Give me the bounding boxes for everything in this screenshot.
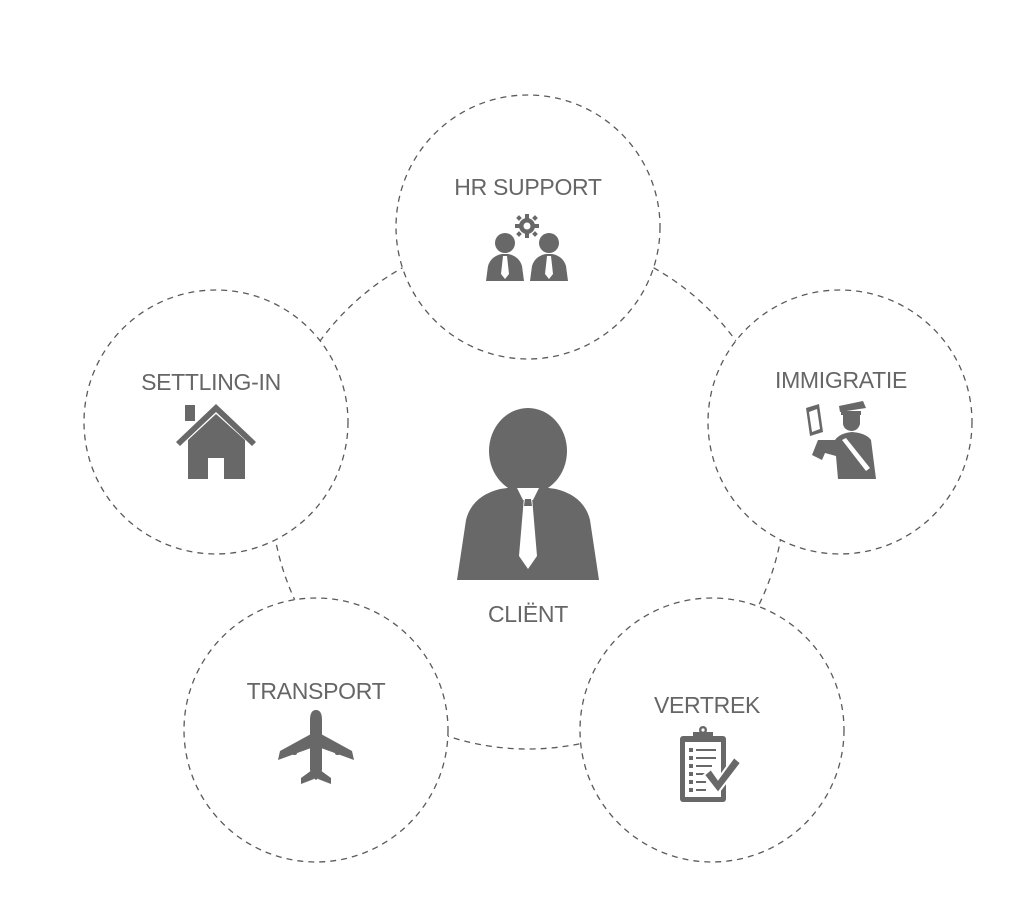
team-gear-icon — [486, 214, 568, 281]
house-door — [208, 458, 224, 479]
airplane-icon — [278, 710, 354, 784]
customs-officer-icon — [806, 401, 876, 479]
node-ring-immigratie[interactable] — [707, 289, 973, 555]
tie-knot-icon — [524, 499, 532, 506]
center-label: CLIËNT — [488, 601, 568, 627]
node-ring-transport[interactable] — [183, 597, 449, 863]
node-ring-hr-support[interactable] — [395, 94, 661, 360]
vertrek-label: VERTREK — [654, 692, 761, 718]
clipboard-checklist-icon — [680, 726, 743, 802]
node-ring-vertrek[interactable] — [579, 597, 845, 863]
house-icon — [176, 404, 256, 479]
officer-sash — [842, 438, 870, 471]
transport-label: TRANSPORT — [247, 678, 386, 704]
settling-in-label: SETTLING-IN — [141, 369, 281, 395]
hr-support-label: HR SUPPORT — [454, 174, 602, 200]
shirt-collar-icon — [517, 488, 539, 500]
tie-icon — [519, 497, 537, 569]
immigratie-label: IMMIGRATIE — [775, 367, 907, 393]
node-ring-settling-in[interactable] — [83, 289, 349, 555]
